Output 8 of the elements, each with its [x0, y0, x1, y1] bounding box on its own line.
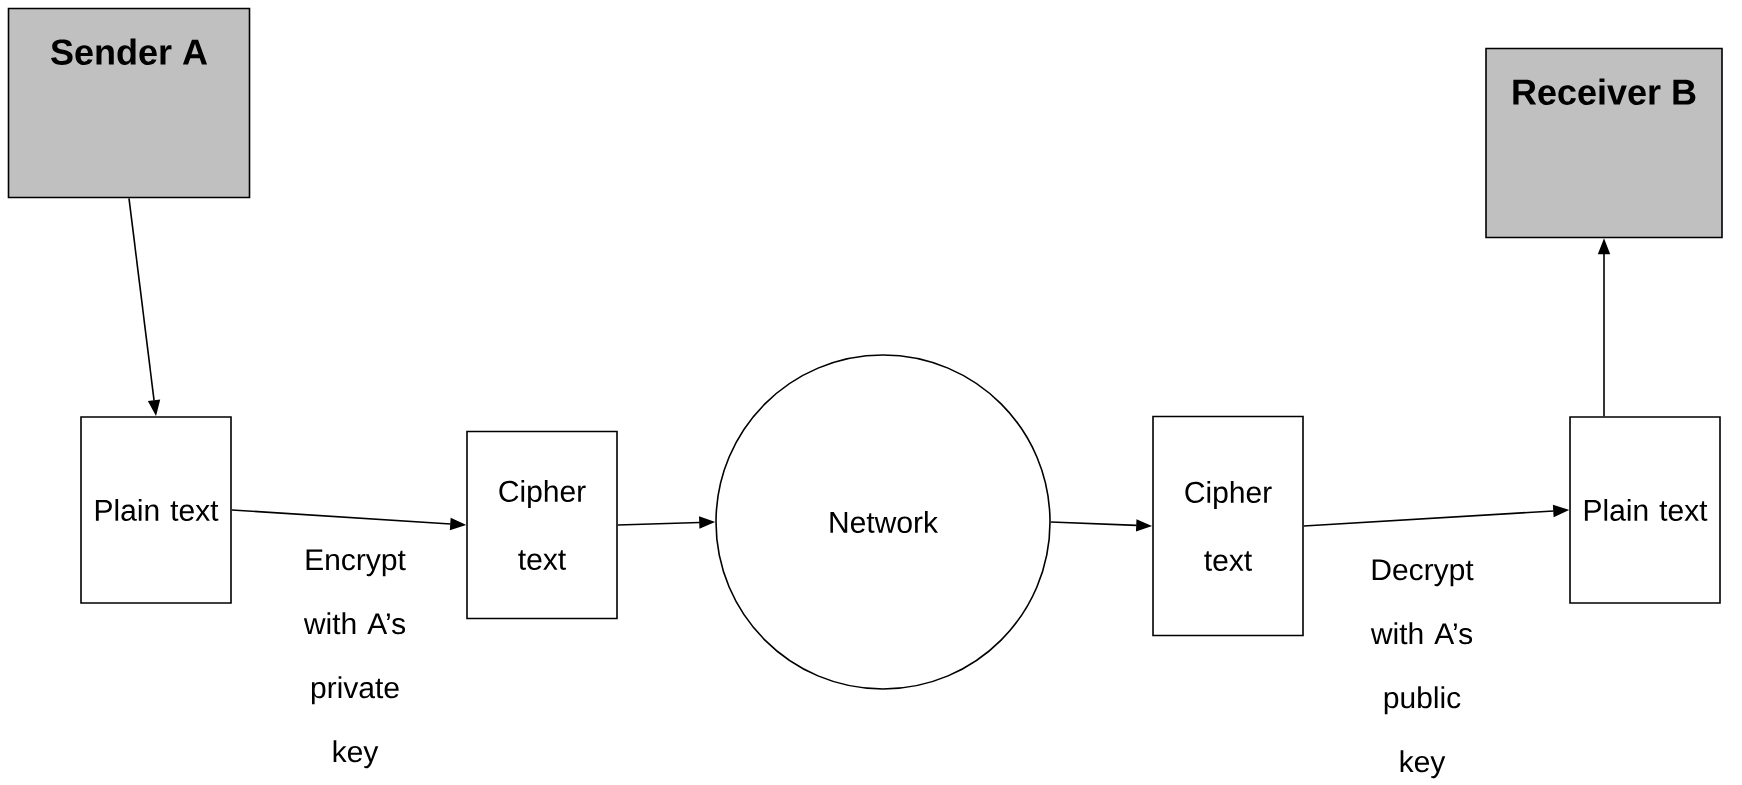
text-box: Plain text: [80, 416, 232, 604]
text-box: Cipher text: [1152, 415, 1304, 637]
edge-label: Decrypt with A’s public key: [1356, 555, 1488, 783]
actor-box: Sender A: [7, 7, 251, 199]
edge-label: Encrypt with A’s private key: [289, 545, 421, 773]
actor-box: Receiver B: [1485, 47, 1723, 239]
text-box: Plain text: [1569, 416, 1721, 604]
text-box: Cipher text: [466, 430, 618, 620]
